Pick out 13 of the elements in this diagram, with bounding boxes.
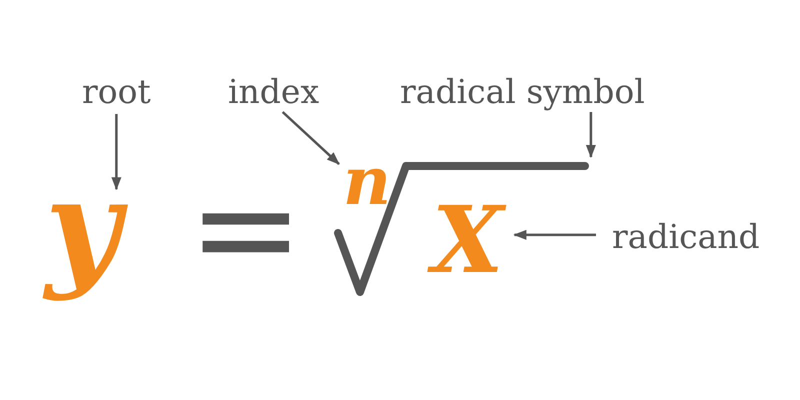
callout-label: radical symbol: [400, 75, 645, 108]
leader-arrow: [513, 230, 596, 240]
radical-sign: [334, 162, 589, 296]
leader-arrow: [586, 112, 596, 158]
leader-arrow: [111, 114, 122, 190]
leader-arrow: [282, 111, 340, 165]
math-variable: n: [339, 164, 395, 212]
math-variable: y: [40, 194, 126, 310]
callout-label: index: [228, 75, 320, 108]
equals-sign: =: [203, 211, 292, 252]
math-variable: X: [427, 197, 508, 280]
callout-label: root: [82, 75, 151, 108]
callout-label: radicand: [612, 220, 760, 253]
